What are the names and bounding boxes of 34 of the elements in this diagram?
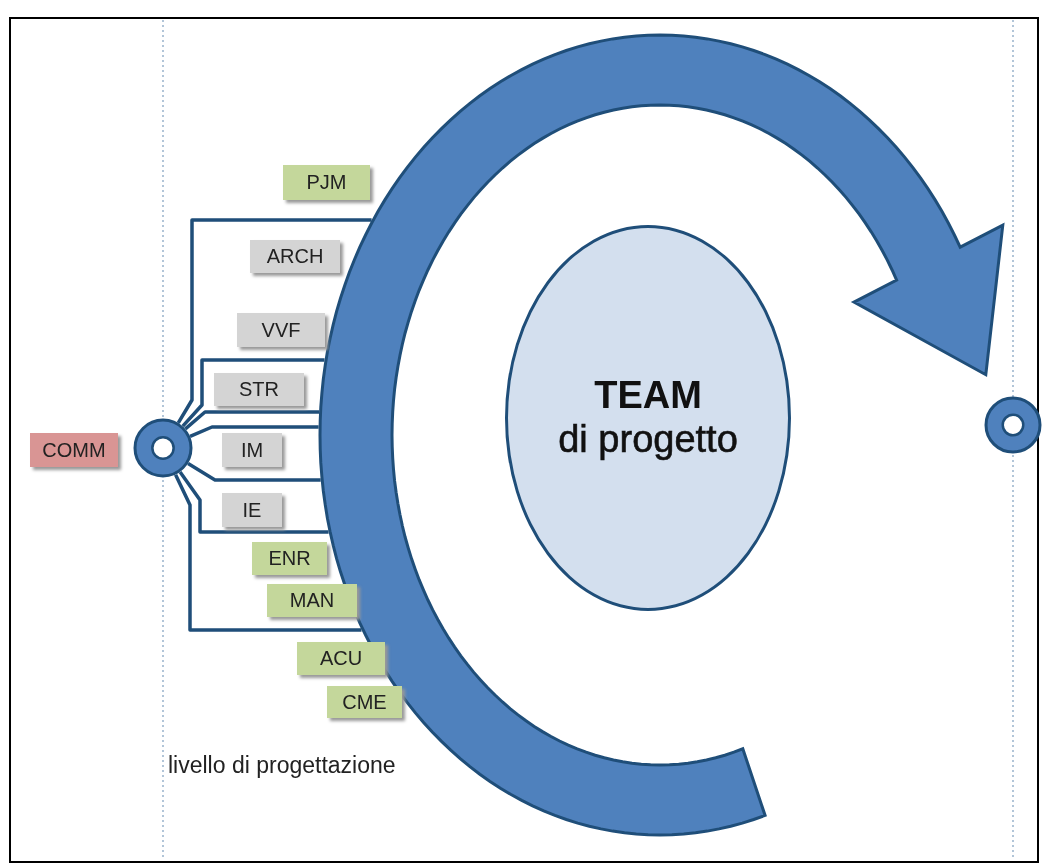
connector-line bbox=[189, 425, 319, 438]
discipline-code: VVF bbox=[261, 318, 301, 342]
discipline-tag bbox=[222, 433, 282, 467]
ring-connector bbox=[133, 418, 193, 478]
discipline-tag bbox=[222, 493, 282, 527]
discipline-tag bbox=[327, 686, 402, 718]
discipline-tag bbox=[250, 240, 340, 273]
discipline-tag bbox=[252, 542, 327, 575]
discipline-tag bbox=[283, 165, 370, 200]
level-caption: livello di progettazione bbox=[168, 752, 396, 779]
connector-line bbox=[184, 410, 320, 431]
ellipse-subtitle: di progetto bbox=[558, 418, 738, 462]
discipline-code: PJM bbox=[306, 171, 347, 194]
connector-line bbox=[187, 462, 321, 482]
discipline-code: STR bbox=[239, 378, 279, 401]
discipline-code: ENR bbox=[268, 547, 311, 570]
discipline-code: ACU bbox=[319, 647, 363, 670]
discipline-tag bbox=[30, 433, 118, 467]
ellipse-title: TEAM bbox=[594, 374, 702, 418]
connector-line bbox=[178, 471, 329, 534]
discipline-code: ARCH bbox=[266, 245, 324, 268]
discipline-code: COMM bbox=[42, 438, 106, 462]
discipline-tag bbox=[267, 584, 357, 617]
discipline-code: MAN bbox=[289, 589, 335, 612]
discipline-tag bbox=[237, 313, 325, 347]
ring-connector bbox=[984, 396, 1042, 454]
connector-line bbox=[174, 473, 362, 632]
connector-line bbox=[176, 218, 372, 424]
discipline-code: IE bbox=[242, 498, 262, 522]
discipline-code: CME bbox=[342, 690, 387, 714]
discipline-tag bbox=[297, 642, 385, 675]
connector-line bbox=[181, 358, 325, 428]
discipline-tag bbox=[214, 373, 304, 406]
discipline-code: IM bbox=[240, 438, 264, 462]
